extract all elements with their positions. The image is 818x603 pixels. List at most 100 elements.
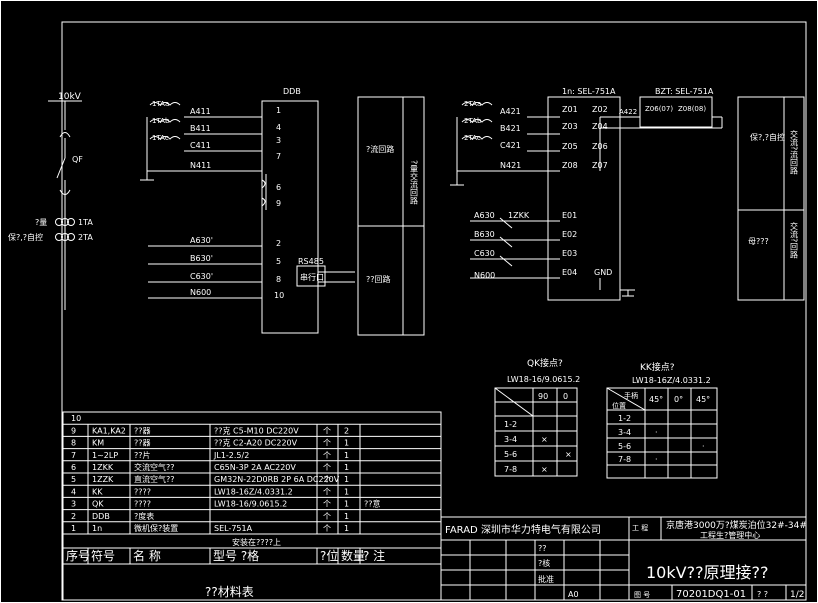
ddb-t8: 8 <box>276 275 281 284</box>
line-a421: A421 <box>500 107 521 116</box>
kk-corner-top: 手柄 <box>624 391 638 400</box>
kk-col-3: 45° <box>696 395 710 404</box>
kk-mark-4a: · <box>655 455 658 464</box>
bom-cell-sym: KA1,KA2 <box>92 426 126 435</box>
bom-cell-spec: LW18-16Z/4.0331.2 <box>214 487 293 496</box>
bom-cell-sym: KK <box>92 487 103 496</box>
voltage-loop-label: ??回路 <box>366 274 391 284</box>
bom-cell-no: 10 <box>71 414 81 423</box>
ddb-title: DDB <box>283 87 301 96</box>
sel-gnd: GND <box>594 268 612 277</box>
ta-2a: 2TAa <box>464 100 481 108</box>
sel-z06: Z06 <box>592 142 608 151</box>
ct-protect-label: 保?,?自控 <box>8 232 43 242</box>
loop-box: ?流回路 ??回路 ?量交流回路 <box>357 96 425 336</box>
bom-header-note: ? 注 <box>363 548 385 563</box>
line-n421: N421 <box>500 161 521 170</box>
bom-cell-qty: 1 <box>344 451 349 460</box>
kk-row-4: 7-8 <box>618 455 631 464</box>
bom-cell-qty: 1 <box>344 487 349 496</box>
ct1-label: 1TA <box>78 218 93 227</box>
zkk-label: 1ZKK <box>508 211 530 220</box>
bom-cell-unit: 个 <box>323 475 331 484</box>
bom-cell-qty: 1 <box>344 439 349 448</box>
kk-row-3: 5-6 <box>618 442 631 451</box>
bom-cell-name: ??片 <box>134 450 151 460</box>
bom-cell-spec: JL1-2.5/2 <box>213 451 249 460</box>
size-label: A0 <box>568 590 579 599</box>
project-name-2: 工程生?管理中心 <box>700 530 760 540</box>
sel-z01: Z01 <box>562 105 578 114</box>
qk-mark-4a: × <box>541 465 548 474</box>
kk-model: LW18-16Z/4.0331.2 <box>632 376 711 385</box>
bom-cell-name: 交流空气?? <box>134 462 175 472</box>
line-n411: N411 <box>190 161 211 170</box>
ddb-section: DDB RS485 串行口 1 2 3 4 5 6 7 8 9 10 <box>140 87 355 334</box>
bom-cell-unit: 个 <box>323 512 331 521</box>
title-block: FARAD 深圳市华力特电气有限公司 工 程 京唐港3000万?煤炭泊位32#-… <box>440 516 807 601</box>
ta-2b: 2TAb <box>464 117 482 125</box>
bom-install-note: 安装在????上 <box>232 537 281 547</box>
bzt-t1: Z06(07) <box>645 105 673 113</box>
bom-cell-name: 直流空气?? <box>134 474 175 484</box>
bom-cell-no: 3 <box>71 500 76 509</box>
bom-cell-no: 5 <box>71 475 76 484</box>
line-b421: B421 <box>500 124 521 133</box>
bom-cell-qty: 2 <box>344 426 349 435</box>
qk-caption: QK接点? <box>527 357 563 369</box>
project-name: 京唐港3000万?煤炭泊位32#-34# <box>666 519 807 531</box>
bom-header-sym: 符号 <box>91 548 115 563</box>
qk-row-3: 5-6 <box>504 450 517 459</box>
bom-cell-no: 7 <box>71 451 76 460</box>
bom-cell-unit: 个 <box>323 426 331 435</box>
sel-section: 1n: SEL-751A BZT: SEL-751A Z06(07) Z08(0… <box>450 87 723 301</box>
label-design: ?? <box>538 544 547 553</box>
line-b411: B411 <box>190 124 211 133</box>
bom-cell-sym: 1~2LP <box>92 451 118 460</box>
kk-mark-2a: · <box>655 428 658 437</box>
ta-1a: 1TAa <box>152 100 169 108</box>
kk-col-2: 0° <box>674 395 683 404</box>
qk-contact-table: QK接点? LW18-16/9.0615.2 90 0 1-2 3-4 5-6 … <box>494 357 580 477</box>
qk-mark-3b: × <box>565 450 572 459</box>
sel-title: 1n: SEL-751A <box>562 87 616 96</box>
sel-z05: Z05 <box>562 142 578 151</box>
bom-cell-spec: SEL-751A <box>214 524 253 533</box>
bom-cell-name: ?度表 <box>134 511 154 521</box>
ddb-t1: 1 <box>276 106 281 115</box>
bom-cell-sym: DDB <box>92 512 110 521</box>
ddb-t10: 10 <box>274 291 284 300</box>
label-drawing-no: 图 号 <box>634 591 650 599</box>
bom-cell-name: ??器 <box>134 426 151 435</box>
sel-z07: Z07 <box>592 161 608 170</box>
sel-z02: Z02 <box>592 105 608 114</box>
bom-cell-sym: QK <box>92 500 104 509</box>
kk-col-1: 45° <box>649 395 663 404</box>
bom-cell-spec: GM32N-22D0RB 2P 6A DC220V <box>214 475 340 484</box>
sel-z08: Z08 <box>562 161 578 170</box>
qk-row-4: 7-8 <box>504 465 517 474</box>
volt-c630: C630 <box>474 249 495 258</box>
qk-col-0: 0 <box>563 392 568 401</box>
line-c421: C421 <box>500 141 521 150</box>
serial-port-label: 串行口 <box>300 272 324 282</box>
bom-cell-no: 2 <box>71 512 76 521</box>
ddb-t5: 5 <box>276 257 281 266</box>
line-a630p: A630' <box>190 236 213 245</box>
qk-model: LW18-16/9.0615.2 <box>507 375 580 384</box>
bom-cell-unit: 个 <box>323 487 331 496</box>
breaker-label: QF <box>72 155 83 164</box>
bom-cell-spec: ??克 C5-M10 DC220V <box>214 426 299 435</box>
bom-header-spec: 型号 ?格 <box>213 548 259 563</box>
bom-cell-qty: 1 <box>344 500 349 509</box>
right-box: 保?,?自控 交流?流回路 母??? 交流?回路 <box>737 96 805 301</box>
rs485-label: RS485 <box>298 257 324 266</box>
bom-footer-title: ??材料表 <box>205 585 254 599</box>
bom-header-qty: 数量 <box>341 548 365 563</box>
line-n600: N600 <box>190 288 211 297</box>
bom-cell-qty: 1 <box>344 512 349 521</box>
bus-voltage-label: 母??? <box>748 237 769 246</box>
ddb-t3: 3 <box>276 136 281 145</box>
ddb-t4: 4 <box>276 123 281 132</box>
sel-e02: E02 <box>562 230 577 239</box>
